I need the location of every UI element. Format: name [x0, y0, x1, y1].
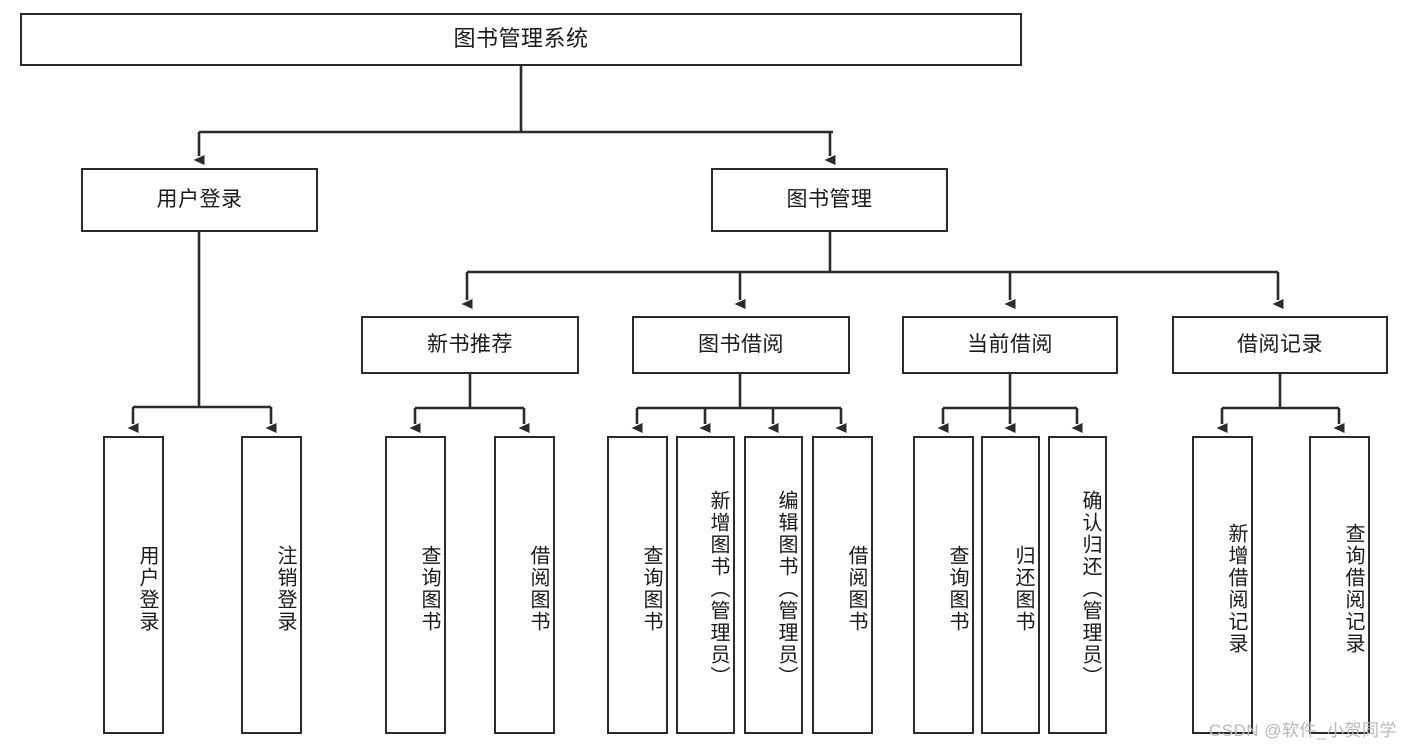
node-book-management[interactable]: 图书管理: [711, 168, 948, 232]
node-label: 新书推荐: [427, 333, 513, 357]
node-label: 确认归还（管理员）: [1079, 490, 1101, 688]
node-label: 借阅图书: [845, 545, 867, 633]
node-label: 图书管理系统: [453, 26, 589, 52]
node-current-borrow[interactable]: 当前借阅: [902, 316, 1118, 374]
node-label: 用户登录: [136, 545, 158, 633]
node-label: 当前借阅: [967, 333, 1053, 357]
leaf-borrow-book-1[interactable]: 借阅图书: [494, 436, 555, 734]
node-new-book-recommend[interactable]: 新书推荐: [361, 316, 579, 374]
node-label: 查询图书: [946, 545, 968, 633]
leaf-query-book-1[interactable]: 查询图书: [385, 436, 446, 734]
node-label: 编辑图书（管理员）: [775, 490, 797, 688]
node-label: 归还图书: [1012, 545, 1034, 633]
leaf-add-book[interactable]: 新增图书（管理员）: [676, 436, 735, 734]
node-label: 查询图书: [418, 545, 440, 633]
node-label: 查询借阅记录: [1342, 523, 1364, 655]
node-label: 查询图书: [640, 545, 662, 633]
leaf-user-login[interactable]: 用户登录: [103, 436, 164, 734]
leaf-query-book-3[interactable]: 查询图书: [913, 436, 974, 734]
node-user-login[interactable]: 用户登录: [81, 168, 318, 232]
leaf-return-book[interactable]: 归还图书: [981, 436, 1040, 734]
node-label: 借阅图书: [527, 545, 549, 633]
node-label: 新增借阅记录: [1225, 523, 1247, 655]
node-borrow-record[interactable]: 借阅记录: [1172, 316, 1388, 374]
node-label: 用户登录: [156, 188, 243, 212]
node-label: 图书借阅: [698, 333, 784, 357]
leaf-query-book-2[interactable]: 查询图书: [607, 436, 668, 734]
node-root-system[interactable]: 图书管理系统: [20, 13, 1022, 66]
csdn-watermark: CSDN @软件_小贺同学: [1208, 721, 1397, 740]
leaf-borrow-book-2[interactable]: 借阅图书: [812, 436, 873, 734]
node-label: 注销登录: [274, 545, 296, 633]
node-label: 新增图书（管理员）: [707, 490, 729, 688]
leaf-add-record[interactable]: 新增借阅记录: [1192, 436, 1253, 734]
leaf-user-logout[interactable]: 注销登录: [241, 436, 302, 734]
leaf-edit-book[interactable]: 编辑图书（管理员）: [744, 436, 803, 734]
leaf-confirm-return[interactable]: 确认归还（管理员）: [1048, 436, 1107, 734]
leaf-query-record[interactable]: 查询借阅记录: [1309, 436, 1370, 734]
node-label: 借阅记录: [1237, 333, 1323, 357]
node-label: 图书管理: [786, 188, 873, 212]
node-book-borrow[interactable]: 图书借阅: [632, 316, 850, 374]
